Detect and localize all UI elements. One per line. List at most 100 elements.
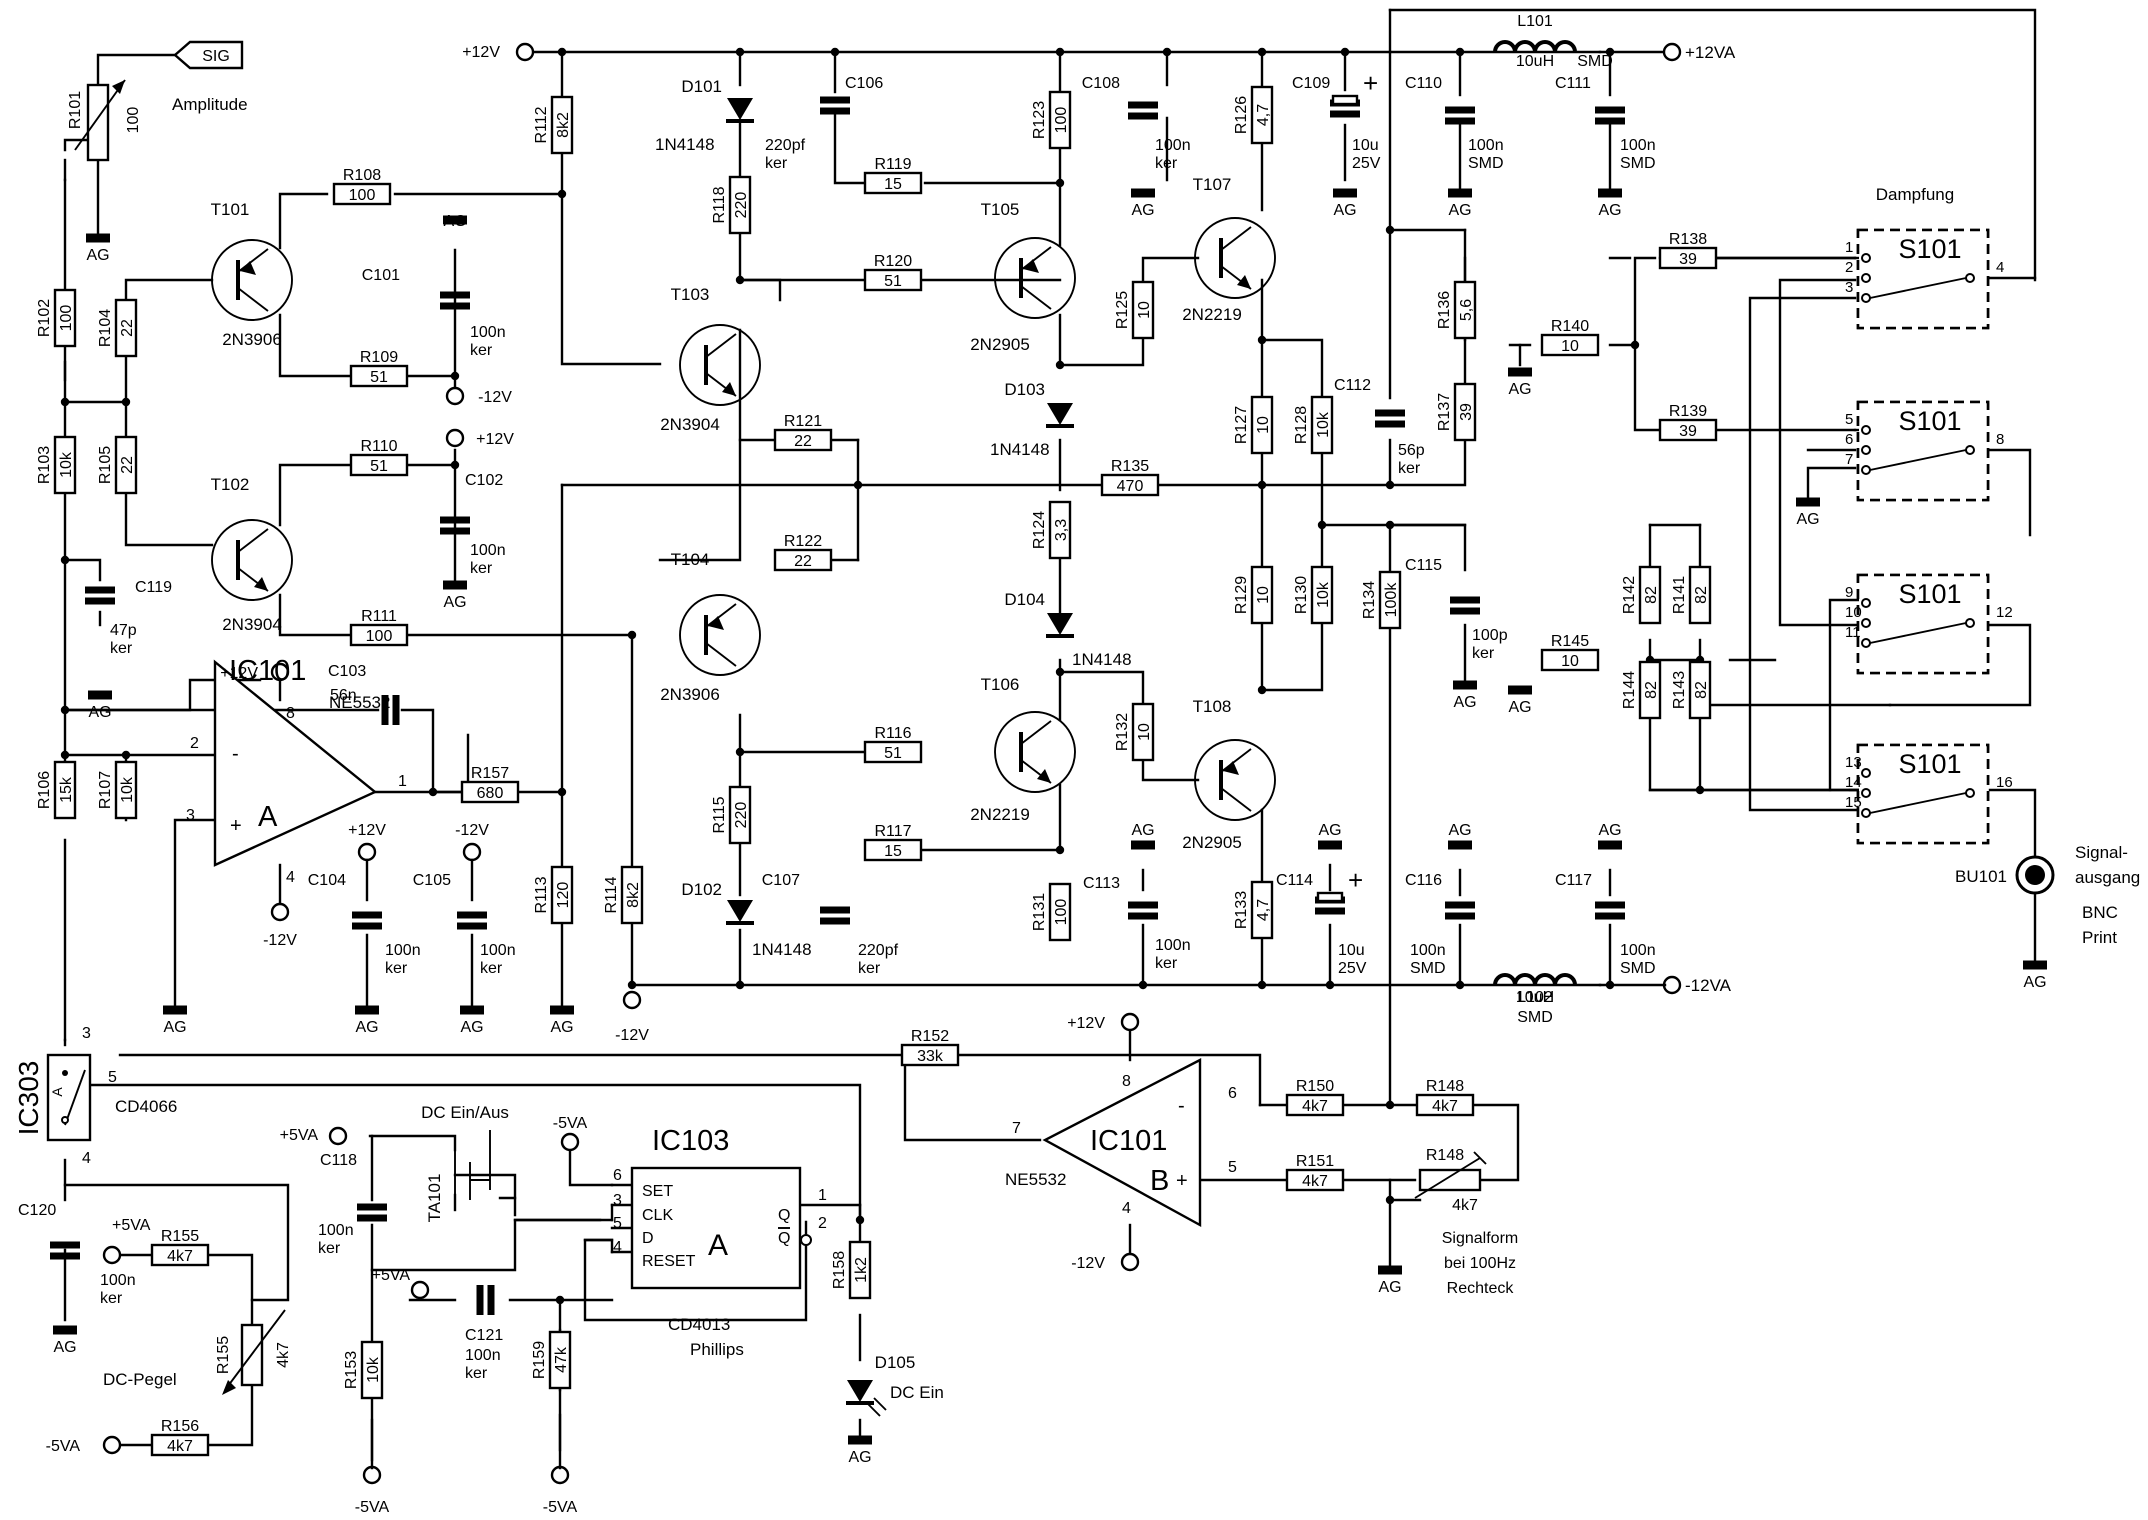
resistor-ref: R101 (67, 91, 84, 129)
capacitor-type: ker (100, 1290, 123, 1307)
pin-number: 4 (1996, 259, 2004, 276)
pin-number: 7 (1845, 451, 1853, 468)
transistor-part: 2N2905 (970, 335, 1030, 354)
ag-label: AG (1378, 1279, 1401, 1296)
pin-number: 6 (1845, 431, 1853, 448)
terminal (362, 1465, 382, 1485)
label: -12V (1071, 1255, 1105, 1272)
ta101-label: TA101 (425, 1174, 444, 1223)
transistor-part: 2N3904 (222, 615, 282, 634)
ic-name: IC103 (652, 1125, 729, 1157)
label: +12V (1067, 1015, 1105, 1032)
resistor-value: 470 (1117, 478, 1144, 495)
pin-number: 1 (1845, 239, 1853, 256)
label: -12V (455, 822, 489, 839)
capacitor-value: 100n (480, 942, 516, 959)
transistor-part: 2N2219 (1182, 305, 1242, 324)
terminal (622, 990, 642, 1010)
label: -5VA (355, 1499, 390, 1516)
capacitor-ref: C110 (1405, 75, 1442, 92)
resistor-ref: R109 (360, 349, 398, 366)
resistor-value: 8k2 (625, 882, 642, 908)
resistor-ref: R130 (1293, 576, 1310, 614)
junction-dot (830, 47, 840, 57)
capacitor-ref: C109 (1292, 75, 1330, 92)
resistor-ref: R153 (343, 1351, 360, 1389)
inductor-ref: L102 (1517, 989, 1553, 1006)
resistor-ref: R118 (711, 186, 728, 223)
ag-label: AG (1598, 202, 1621, 219)
capacitor-value: 100n (318, 1222, 354, 1239)
resistor-value: 47k (553, 1346, 570, 1373)
resistor-ref: R127 (1233, 406, 1250, 444)
resistor-ref: R115 (711, 796, 728, 833)
capacitor-type: 25V (1338, 960, 1367, 977)
resistor-value: 1k2 (853, 1257, 870, 1283)
resistor-value: 51 (884, 273, 902, 290)
junction-dot (1317, 520, 1327, 530)
junction-dot (1325, 980, 1335, 990)
ground-ag: AG (86, 233, 110, 264)
capacitor-ref: C103 (328, 663, 366, 680)
resistor-ref: R128 (1293, 406, 1310, 444)
wires (60, 8, 2037, 1485)
pin-number: 1 (818, 1187, 827, 1204)
junction-dot (121, 750, 131, 760)
capacitor-ref: C118 (320, 1152, 357, 1169)
label: +12V (462, 44, 500, 61)
capacitor-ref: C117 (1555, 872, 1592, 889)
terminal (445, 386, 465, 406)
capacitor-type: ker (470, 560, 493, 577)
phillips-label: Phillips (690, 1340, 744, 1359)
resistor-ref: R105 (97, 446, 114, 484)
resistor-ref: R116 (874, 725, 911, 742)
sig-tag: SIG (173, 40, 244, 70)
capacitor-ref: C112 (1334, 377, 1371, 394)
resistor-value: 15 (884, 843, 902, 860)
junction-dot (1455, 47, 1465, 57)
ground-ag: AG (1598, 822, 1622, 850)
junction-dot (1055, 178, 1065, 188)
junction-dot (1455, 980, 1465, 990)
resistor-ref: R143 (1671, 671, 1688, 709)
resistor-ref: R139 (1669, 403, 1707, 420)
pin-number: 6 (1228, 1085, 1237, 1102)
resistor-value: 4,7 (1255, 104, 1272, 126)
dampfung-label: Dampfung (1876, 185, 1954, 204)
transistor-part: 2N3906 (660, 685, 720, 704)
resistor-value: 82 (1693, 681, 1710, 699)
capacitor-value: 47p (110, 622, 137, 639)
inductor-type: SMD (1577, 53, 1613, 70)
capacitor-ref: C116 (1405, 872, 1442, 889)
transistor-ref: T102 (211, 475, 250, 494)
junction-dot (735, 980, 745, 990)
pin-number: 4 (82, 1150, 91, 1167)
label: +5VA (372, 1267, 411, 1284)
ic-unit: A (708, 1229, 728, 1262)
resistor-ref: R132 (1114, 713, 1131, 751)
junction-dot (1257, 480, 1267, 490)
